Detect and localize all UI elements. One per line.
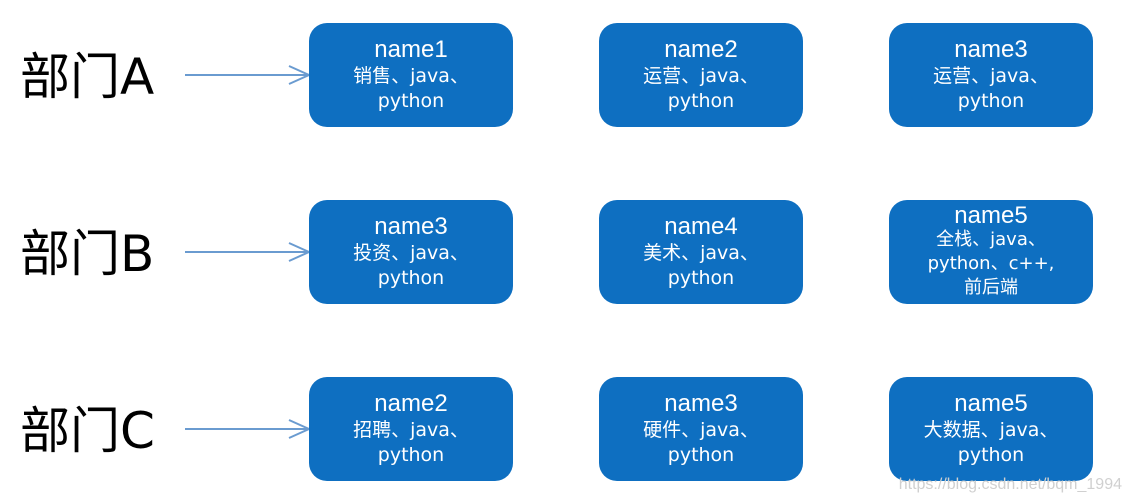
person-box: name3 投资、java、 python <box>309 200 513 304</box>
person-skills: 销售、java、 <box>353 65 469 87</box>
person-skills: 全栈、java、 <box>936 229 1046 250</box>
person-name: name2 <box>664 36 738 63</box>
arrow-a <box>185 65 312 85</box>
person-name: name3 <box>374 213 448 240</box>
person-skills: python <box>667 267 735 289</box>
person-box: name2 运营、java、 python <box>599 23 803 127</box>
person-skills: 硬件、java、 <box>643 419 759 441</box>
dept-label-a: 部门A <box>20 48 155 106</box>
watermark: https://blog.csdn.net/bqm_1994 <box>898 476 1122 493</box>
person-skills: 运营、java、 <box>933 65 1049 87</box>
person-skills: 运营、java、 <box>643 65 759 87</box>
person-skills: python <box>667 444 735 466</box>
person-skills: python <box>377 267 445 289</box>
person-skills: python <box>377 444 445 466</box>
dept-label-b: 部门B <box>20 225 155 283</box>
arrow-b <box>185 242 312 262</box>
person-skills: 招聘、java、 <box>353 419 469 441</box>
person-name: name2 <box>374 390 448 417</box>
person-skills: python <box>957 90 1025 112</box>
person-skills: 投资、java、 <box>353 242 469 264</box>
person-name: name5 <box>954 202 1028 229</box>
person-box: name3 运营、java、 python <box>889 23 1093 127</box>
person-name: name4 <box>664 213 738 240</box>
person-box: name1 销售、java、 python <box>309 23 513 127</box>
person-box: name5 全栈、java、 python、c++, 前后端 <box>889 200 1093 304</box>
person-name: name5 <box>954 390 1028 417</box>
person-name: name3 <box>954 36 1028 63</box>
person-box: name4 美术、java、 python <box>599 200 803 304</box>
person-name: name3 <box>664 390 738 417</box>
person-skills: 美术、java、 <box>643 242 759 264</box>
person-skills: python <box>667 90 735 112</box>
person-skills: 前后端 <box>964 277 1018 298</box>
person-box: name5 大数据、java、 python <box>889 377 1093 481</box>
arrow-c <box>185 419 312 439</box>
person-name: name1 <box>374 36 448 63</box>
person-skills: python <box>377 90 445 112</box>
person-skills: python <box>957 444 1025 466</box>
person-box: name3 硬件、java、 python <box>599 377 803 481</box>
person-skills: python、c++, <box>927 253 1055 274</box>
dept-label-c: 部门C <box>20 402 155 460</box>
person-box: name2 招聘、java、 python <box>309 377 513 481</box>
person-skills: 大数据、java、 <box>923 419 1059 441</box>
